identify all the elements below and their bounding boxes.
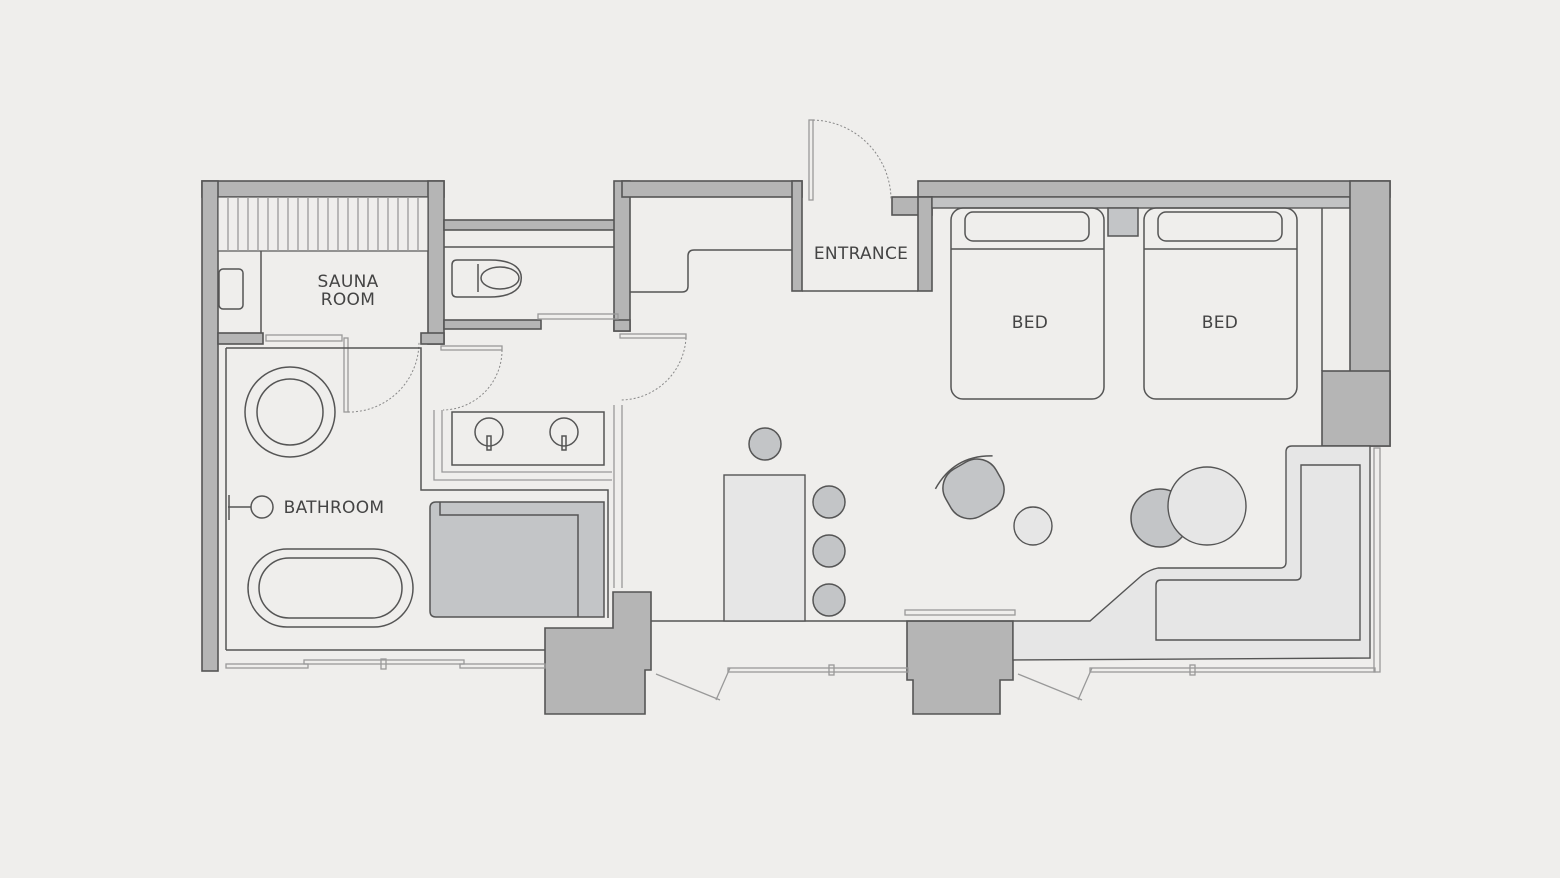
bath-bench (429, 501, 605, 618)
beds: BED BED (950, 207, 1323, 400)
bed-right-label: BED (1202, 313, 1238, 333)
sauna-bench-slats (227, 197, 419, 251)
bathroom: BATHROOM (225, 347, 623, 651)
sink-icon (549, 417, 579, 447)
bathroom-label: BATHROOM (284, 498, 385, 518)
sauna-label-line2: ROOM (321, 290, 375, 310)
toilet-room (444, 246, 619, 320)
bed-left-label: BED (1012, 313, 1048, 333)
stool-icon (812, 534, 846, 568)
bed-right (1143, 207, 1298, 400)
sauna-room: SAUNA ROOM (217, 196, 429, 342)
stool-icon (748, 427, 782, 461)
bed-left (950, 207, 1105, 400)
stool-icon (812, 583, 846, 617)
walls (201, 180, 1391, 715)
stool-icon (812, 485, 846, 519)
windows (225, 658, 1376, 701)
doors (343, 119, 892, 413)
entrance-label: ENTRANCE (814, 244, 908, 264)
desk (723, 474, 806, 622)
entrance: ENTRANCE (630, 244, 918, 293)
side-table (1013, 506, 1053, 546)
shower-icon (250, 495, 274, 519)
living-area (651, 427, 1381, 673)
toilet-icon (451, 259, 522, 298)
round-table (1167, 466, 1247, 546)
sauna-label-line1: SAUNA (317, 272, 378, 292)
bathtub-icon (247, 548, 414, 628)
sink-icon (474, 417, 504, 447)
armchair-icon (934, 455, 1005, 520)
